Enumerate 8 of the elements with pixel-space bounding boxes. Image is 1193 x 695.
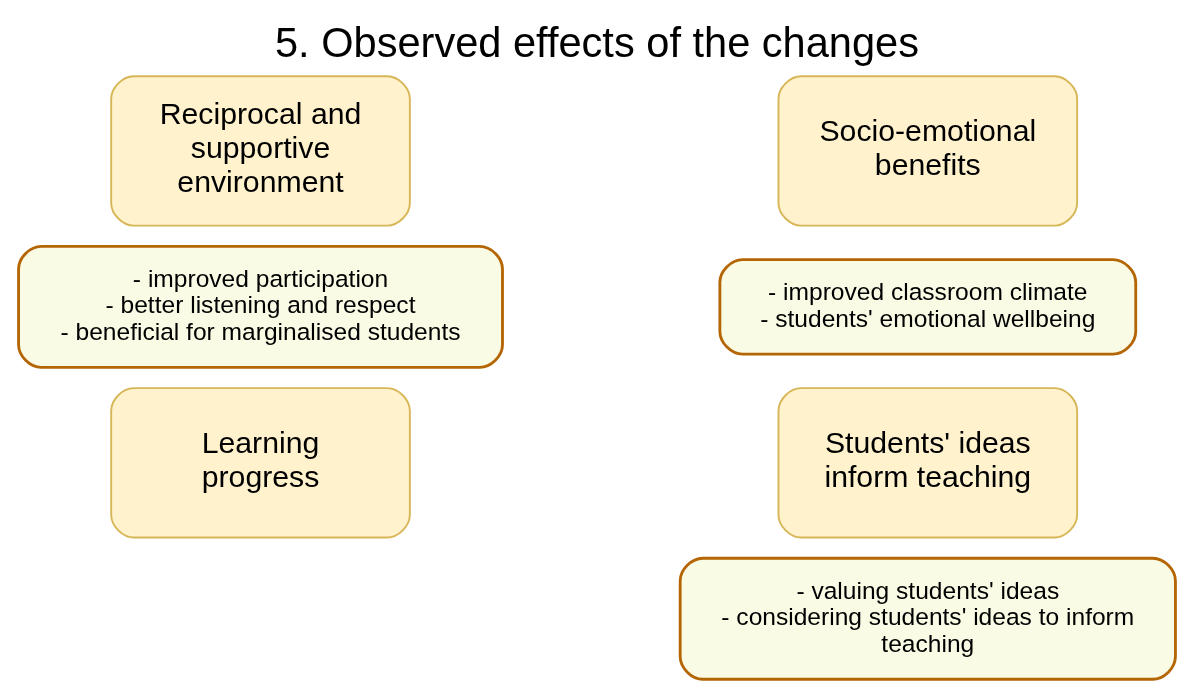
node-box: - improved participation - better listening and respect - beneficial for marginalised students: [16, 244, 504, 369]
node-box: Learning progress: [109, 387, 411, 539]
node-box: Socio-emotional benefits: [777, 75, 1078, 227]
node-box: Reciprocal and supportive environment: [109, 75, 411, 227]
diagram-title: 5. Observed effects of the changes: [274, 18, 919, 66]
node-box: - valuing students' ideas - considering students' ideas to inform teaching: [678, 556, 1177, 681]
node-box: Students' ideas inform teaching: [777, 387, 1078, 539]
node-box: - improved classroom climate - students' emotional wellbeing: [717, 258, 1137, 356]
